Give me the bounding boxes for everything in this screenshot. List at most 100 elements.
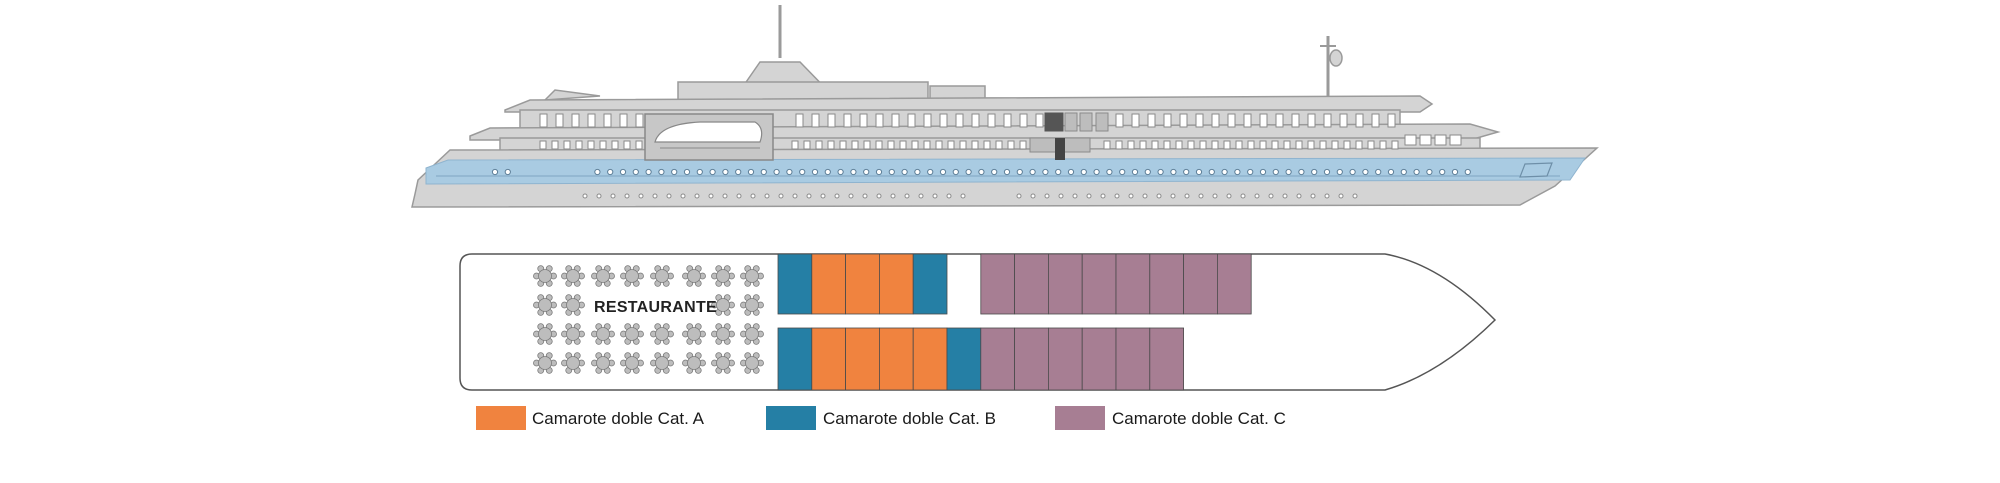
porthole	[1324, 193, 1330, 199]
porthole	[863, 168, 870, 176]
ship-window	[1211, 113, 1220, 128]
cabin-cat-b	[777, 327, 813, 391]
porthole	[850, 168, 857, 176]
ship-window	[599, 140, 607, 150]
table-top	[716, 356, 730, 370]
cabin-cat-a	[845, 327, 880, 391]
porthole	[811, 168, 819, 176]
ship-window	[1163, 113, 1172, 128]
table-top	[625, 269, 639, 283]
ship-window	[911, 140, 919, 150]
restaurant-table	[533, 265, 557, 287]
porthole	[619, 168, 627, 176]
cabin-cat-c	[1048, 253, 1083, 315]
ship-window	[575, 140, 583, 150]
porthole	[1198, 193, 1204, 199]
porthole	[624, 193, 630, 199]
ship-window	[1151, 140, 1159, 150]
ship-window	[1371, 113, 1380, 128]
ship-window	[1291, 113, 1300, 128]
porthole	[760, 168, 767, 176]
porthole	[1323, 168, 1331, 176]
ship-window	[1115, 140, 1123, 150]
restaurant-table	[682, 323, 706, 345]
ship-window	[803, 140, 811, 150]
porthole	[1336, 168, 1343, 176]
porthole	[1093, 168, 1100, 176]
porthole	[1285, 168, 1292, 176]
porthole	[1156, 193, 1162, 199]
restaurant-table	[711, 352, 735, 374]
porthole	[652, 193, 658, 199]
ship-window	[1404, 134, 1417, 146]
table-top	[566, 269, 580, 283]
cabin-cat-c	[1149, 253, 1185, 315]
restaurant-table	[620, 323, 644, 345]
porthole	[750, 193, 756, 199]
restaurant-table	[650, 265, 674, 287]
cabin-cat-c	[1048, 327, 1083, 391]
porthole	[666, 193, 672, 199]
porthole	[806, 193, 812, 199]
porthole	[799, 168, 806, 176]
ship-window	[875, 140, 883, 150]
table-top	[687, 356, 701, 370]
legend-swatch-cat-a	[476, 406, 526, 430]
porthole	[965, 168, 972, 176]
ship-window	[555, 113, 564, 128]
ship-window	[587, 113, 596, 128]
porthole	[596, 193, 602, 199]
porthole	[1311, 168, 1318, 176]
ship-window	[983, 140, 991, 150]
ship-window	[1243, 113, 1252, 128]
ship-window	[1319, 140, 1327, 150]
cabin-cat-c	[1081, 327, 1117, 391]
restaurant-label: RESTAURANTE	[594, 299, 717, 316]
porthole	[1195, 168, 1203, 176]
porthole	[1044, 193, 1050, 199]
ship-portholes	[491, 168, 1471, 199]
ship-window	[551, 140, 559, 150]
cabin-cat-b	[946, 327, 982, 391]
table-top	[538, 298, 552, 312]
ship-window	[1295, 140, 1303, 150]
table-top	[716, 327, 730, 341]
ship-window	[1131, 113, 1140, 128]
ship-window	[1323, 113, 1332, 128]
ship-window	[539, 140, 547, 150]
ship-window	[1307, 113, 1316, 128]
porthole	[837, 168, 844, 176]
bow-window	[1519, 162, 1553, 178]
ship-window	[851, 140, 859, 150]
porthole	[1072, 193, 1078, 199]
ship-window	[1179, 113, 1188, 128]
ship-window	[1235, 140, 1243, 150]
porthole	[1131, 168, 1139, 176]
porthole	[1170, 168, 1177, 176]
legend-swatch-cat-c	[1055, 406, 1105, 430]
ship-window	[1271, 140, 1279, 150]
restaurant-table	[620, 265, 644, 287]
porthole	[1451, 168, 1459, 176]
ship-window	[1449, 134, 1462, 146]
porthole	[1128, 193, 1134, 199]
porthole	[747, 168, 755, 176]
ship-window	[1035, 113, 1044, 128]
porthole	[1349, 168, 1356, 176]
porthole	[939, 168, 947, 176]
table-top	[745, 298, 759, 312]
table-top	[716, 298, 730, 312]
porthole	[1298, 168, 1305, 176]
porthole	[1221, 168, 1228, 176]
porthole	[876, 193, 882, 199]
ship-window	[839, 140, 847, 150]
table-top	[687, 269, 701, 283]
ship-window	[923, 113, 932, 128]
ship-window	[923, 140, 931, 150]
porthole	[1170, 193, 1176, 199]
cabin-cat-a	[811, 253, 846, 315]
porthole	[1375, 168, 1382, 176]
ship-window	[603, 113, 612, 128]
restaurant-table	[740, 352, 764, 374]
porthole	[927, 168, 934, 176]
